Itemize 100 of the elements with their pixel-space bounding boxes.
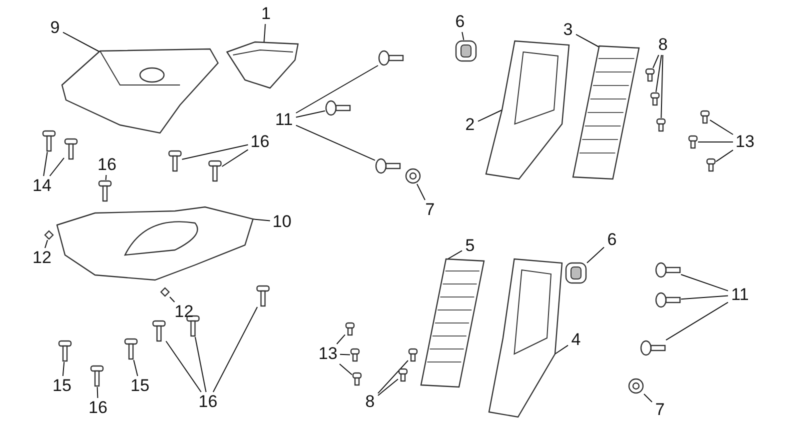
leader-line — [252, 218, 270, 222]
bolt-icon — [90, 365, 104, 387]
leader-line — [666, 302, 728, 341]
leader-line — [710, 120, 734, 135]
cover-drawing — [225, 40, 300, 90]
callout-number: 15 — [50, 376, 74, 396]
callout-number: 6 — [604, 230, 620, 250]
leader-line — [44, 240, 48, 248]
leader-line — [378, 378, 398, 396]
screw-icon — [42, 130, 56, 152]
leader-line — [339, 364, 352, 376]
leader-line — [296, 110, 326, 118]
bolt-icon — [325, 100, 351, 116]
callout-number: 16 — [95, 155, 119, 175]
bolt-icon — [640, 340, 666, 356]
callout-number: 5 — [462, 236, 478, 256]
screw-icon — [408, 348, 418, 362]
leader-line — [105, 174, 107, 180]
leader-line — [680, 295, 728, 300]
mudguard-drawing — [55, 205, 255, 282]
bolt-icon — [655, 262, 681, 278]
leader-line — [43, 152, 48, 176]
leader-line — [62, 32, 100, 52]
washer-icon — [405, 168, 421, 184]
screw-icon — [350, 348, 360, 362]
bolt-icon — [58, 340, 72, 362]
bolt-icon — [655, 292, 681, 308]
screw-icon — [345, 322, 355, 336]
callout-number: 12 — [30, 248, 54, 268]
callout-number: 1 — [258, 4, 274, 24]
leader-line — [416, 184, 426, 200]
callout-number: 16 — [248, 132, 272, 152]
bolt-icon — [124, 338, 138, 360]
screw-icon — [352, 372, 362, 386]
leader-line — [716, 150, 734, 162]
leader-line — [340, 354, 350, 356]
leader-line — [169, 296, 175, 302]
leader-line — [478, 110, 502, 122]
washer-icon — [628, 378, 644, 394]
screw-icon — [700, 110, 710, 124]
bolt-icon — [208, 160, 222, 182]
leader-line — [660, 54, 664, 118]
callout-number: 3 — [560, 20, 576, 40]
grommet-icon — [565, 262, 587, 284]
leader-line — [576, 34, 600, 48]
callout-number: 2 — [462, 115, 478, 135]
leader-line — [336, 334, 346, 344]
callout-number: 16 — [196, 392, 220, 412]
leader-line — [296, 124, 376, 161]
callout-number: 8 — [655, 35, 671, 55]
bolt-icon — [152, 320, 166, 342]
callout-number: 7 — [652, 400, 668, 420]
leader-line — [96, 386, 98, 398]
callout-number: 15 — [128, 376, 152, 396]
bolt-icon — [256, 285, 270, 307]
footrest-bracket-drawing — [488, 258, 563, 418]
callout-number: 4 — [568, 330, 584, 350]
clip-icon — [160, 287, 170, 297]
leader-line — [446, 250, 462, 260]
screw-icon — [706, 158, 716, 172]
clip-icon — [44, 230, 54, 240]
grommet-icon — [455, 40, 477, 62]
leader-line — [296, 65, 378, 114]
callout-number: 11 — [728, 285, 752, 305]
bolt-icon — [168, 150, 182, 172]
leader-line — [222, 149, 248, 167]
leader-line — [462, 32, 464, 40]
leader-line — [49, 157, 64, 176]
leader-line — [656, 54, 662, 92]
screw-icon — [650, 92, 660, 106]
leader-line — [652, 54, 660, 68]
bolt-icon — [375, 158, 401, 174]
callout-number: 7 — [422, 200, 438, 220]
screw-icon — [64, 138, 78, 160]
screw-icon — [656, 118, 666, 132]
callout-number: 13 — [316, 344, 340, 364]
leader-line — [554, 344, 568, 354]
screw-icon — [688, 135, 698, 149]
leader-line — [644, 394, 652, 402]
callout-number: 8 — [362, 392, 378, 412]
callout-number: 6 — [452, 12, 468, 32]
leader-line — [586, 246, 604, 264]
bolt-icon — [186, 315, 200, 337]
leader-line — [133, 360, 138, 376]
grille-panel-drawing — [420, 258, 485, 388]
grille-panel-drawing — [572, 45, 640, 180]
callout-number: 13 — [733, 132, 757, 152]
leader-line — [182, 144, 248, 160]
screw-icon — [645, 68, 655, 82]
callout-number: 12 — [172, 302, 196, 322]
screw-icon — [398, 368, 408, 382]
leader-line — [212, 306, 258, 392]
leader-line — [378, 360, 408, 394]
callout-number: 11 — [272, 110, 296, 130]
bolt-icon — [378, 50, 404, 66]
leader-line — [194, 336, 206, 392]
bolt-icon — [98, 180, 112, 202]
leader-line — [264, 24, 266, 44]
callout-number: 9 — [47, 18, 63, 38]
callout-number: 16 — [86, 398, 110, 418]
